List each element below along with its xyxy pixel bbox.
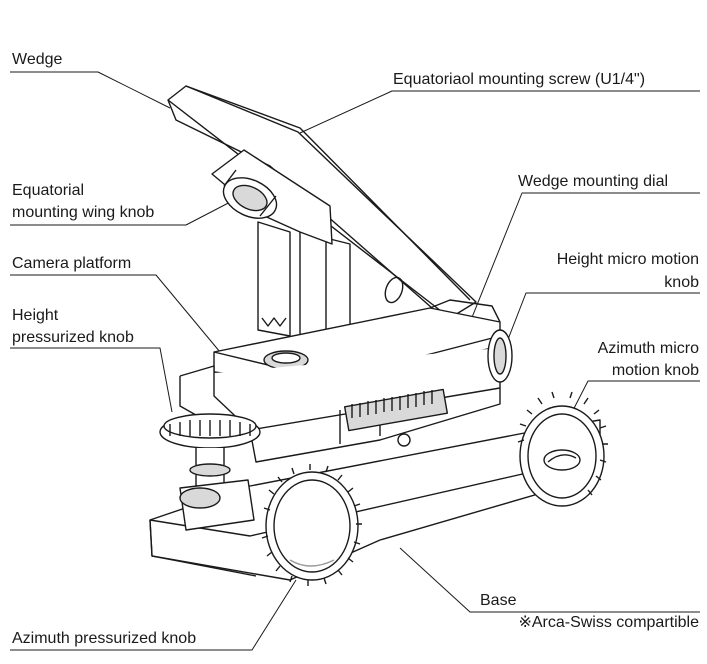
label-base: Base bbox=[480, 592, 517, 609]
wedge-dial-body bbox=[343, 388, 449, 432]
label-eq-wing-knob-line1: Equatorial bbox=[12, 182, 85, 199]
azimuth-micro-knob bbox=[517, 391, 608, 507]
azimuth-press-knob bbox=[261, 464, 362, 586]
leader-eq-wing-knob bbox=[10, 197, 239, 226]
label-eq-wing-knob-line2: mounting wing knob bbox=[12, 204, 155, 221]
leader-height-press bbox=[10, 347, 173, 413]
pivot-hole bbox=[397, 433, 411, 447]
label-azimuth-micro-line2: motion knob bbox=[611, 362, 699, 379]
label-height-press-line2: pressurized knob bbox=[12, 329, 134, 346]
leader-azimuth-press bbox=[10, 579, 297, 651]
label-eq-screw: Equatoriaol mounting screw (U1/4") bbox=[393, 71, 646, 88]
label-height-press-line1: Height bbox=[12, 307, 59, 324]
label-wedge-dial: Wedge mounting dial bbox=[518, 173, 669, 190]
label-height-micro-line1: Height micro motion bbox=[556, 251, 699, 268]
leader-lines bbox=[10, 71, 700, 651]
camera-platform-body bbox=[213, 299, 501, 387]
label-height-micro-line2: knob bbox=[664, 274, 699, 291]
eq-wing-knob bbox=[211, 149, 333, 245]
wedge-slot-hole bbox=[384, 276, 404, 304]
label-azimuth-micro-line1: Azimuth micro bbox=[597, 340, 699, 357]
leader-eq-screw bbox=[299, 90, 700, 134]
label-camera-platform: Camera platform bbox=[12, 255, 132, 272]
height-press-knob bbox=[159, 413, 261, 487]
base-body bbox=[149, 419, 601, 581]
label-wedge: Wedge bbox=[12, 51, 63, 68]
label-arca-swiss: ※Arca-Swiss compartible bbox=[518, 614, 699, 631]
leader-azimuth-micro bbox=[567, 380, 700, 421]
label-azimuth-press: Azimuth pressurized knob bbox=[12, 630, 197, 647]
mount-body bbox=[179, 348, 501, 463]
leader-base bbox=[399, 547, 700, 613]
leader-wedge bbox=[10, 71, 171, 109]
height-micro-knob bbox=[487, 329, 513, 383]
leader-camera-platform bbox=[10, 274, 221, 353]
